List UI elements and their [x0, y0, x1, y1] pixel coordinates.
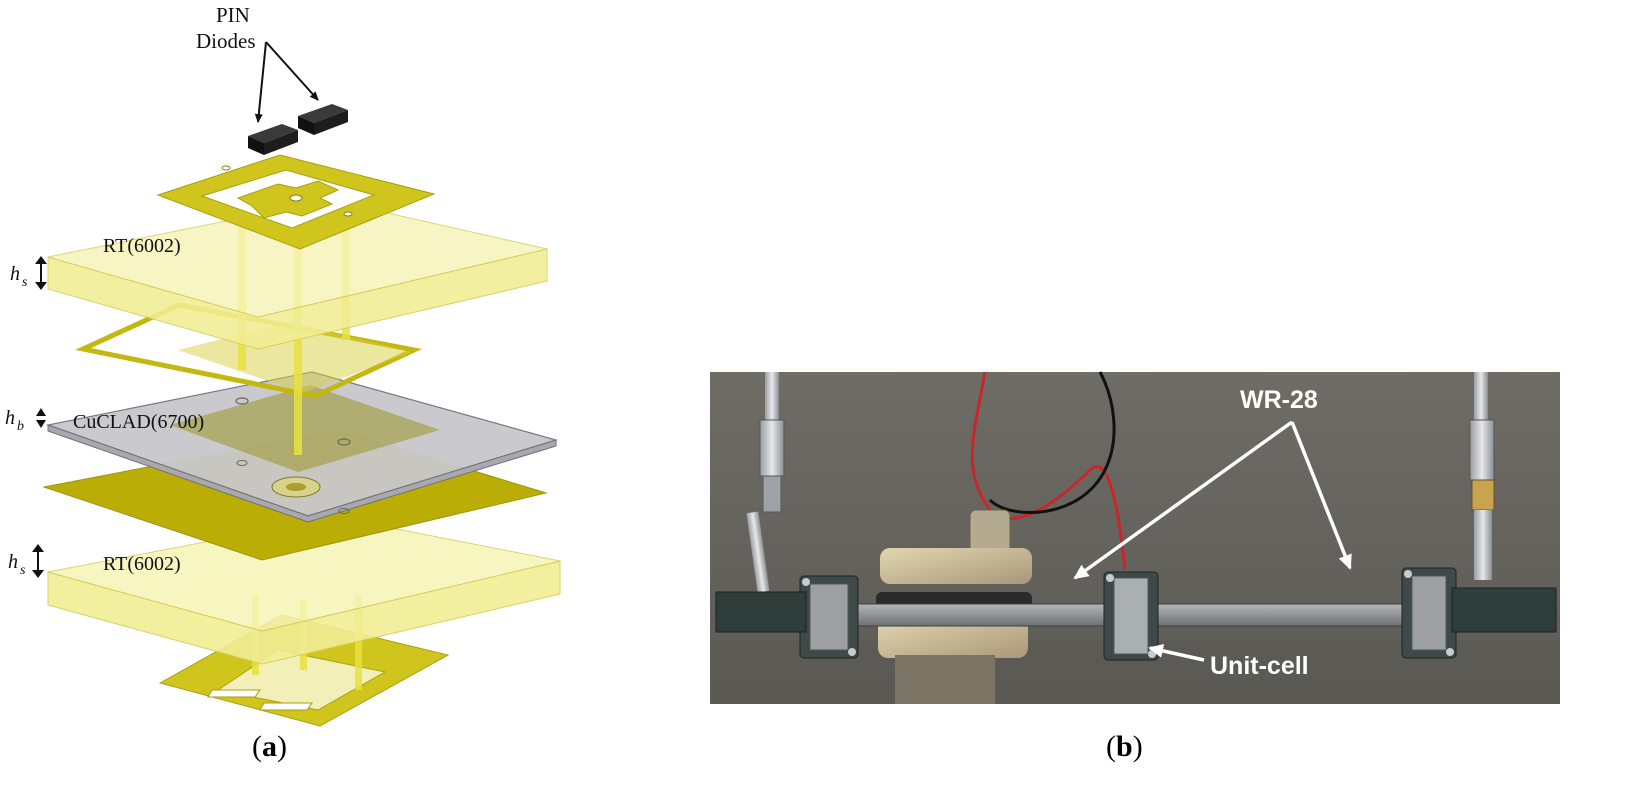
adapter-left: [715, 591, 807, 633]
adapter-right: [1451, 587, 1557, 633]
layer-label-rt-bottom: RT(6002): [103, 553, 181, 575]
pin-label-line2: Diodes: [196, 29, 256, 53]
bottom-patch-layer: [158, 614, 450, 727]
hb-indicator: h b: [5, 407, 46, 434]
arrow-unit-cell: [1148, 643, 1205, 662]
pin-label-line1: PIN: [216, 3, 250, 27]
flange-unitcell: [1103, 571, 1159, 661]
caption-a: (a): [252, 730, 287, 763]
hs-sub-top: s: [22, 275, 28, 290]
hb-sub: b: [17, 419, 24, 434]
bias-wire-red: [970, 371, 1127, 571]
pin-arrow-left: [254, 41, 267, 123]
caption-b: (b): [1106, 730, 1143, 763]
flange-right: [1401, 567, 1457, 659]
coax-cable-right: [1469, 372, 1495, 580]
layer-label-cuclad: CuCLAD(6700): [73, 411, 204, 433]
pin-diode-left: [248, 124, 298, 155]
pin-arrow-right: [265, 41, 319, 101]
hs-sub-bottom: s: [20, 563, 26, 578]
hs-indicator-top: h s: [10, 256, 47, 290]
coax-cable-left: [746, 372, 785, 593]
panel-a-diagram: PIN Diodes h s h b h s RT(6002) CuCLAD(6…: [5, 3, 561, 763]
panel-b-photo: WR-28 Unit-cell: [710, 371, 1560, 704]
label-wr28: WR-28: [1240, 386, 1318, 414]
pin-diode-right: [298, 104, 348, 135]
hs-label-top: h: [10, 263, 20, 285]
hs-label-bottom: h: [8, 551, 18, 573]
bottom-rt-substrate: [47, 516, 561, 665]
bias-wire-black: [988, 371, 1116, 514]
hs-indicator-bottom: h s: [8, 544, 44, 578]
arrow-wr28-left: [1073, 420, 1294, 580]
label-unit-cell: Unit-cell: [1210, 652, 1309, 680]
layer-label-rt-top: RT(6002): [103, 235, 181, 257]
hb-label: h: [5, 407, 15, 429]
flange-left: [799, 575, 859, 659]
arrow-wr28-right: [1290, 421, 1352, 570]
top-patch-layer: [156, 154, 436, 250]
